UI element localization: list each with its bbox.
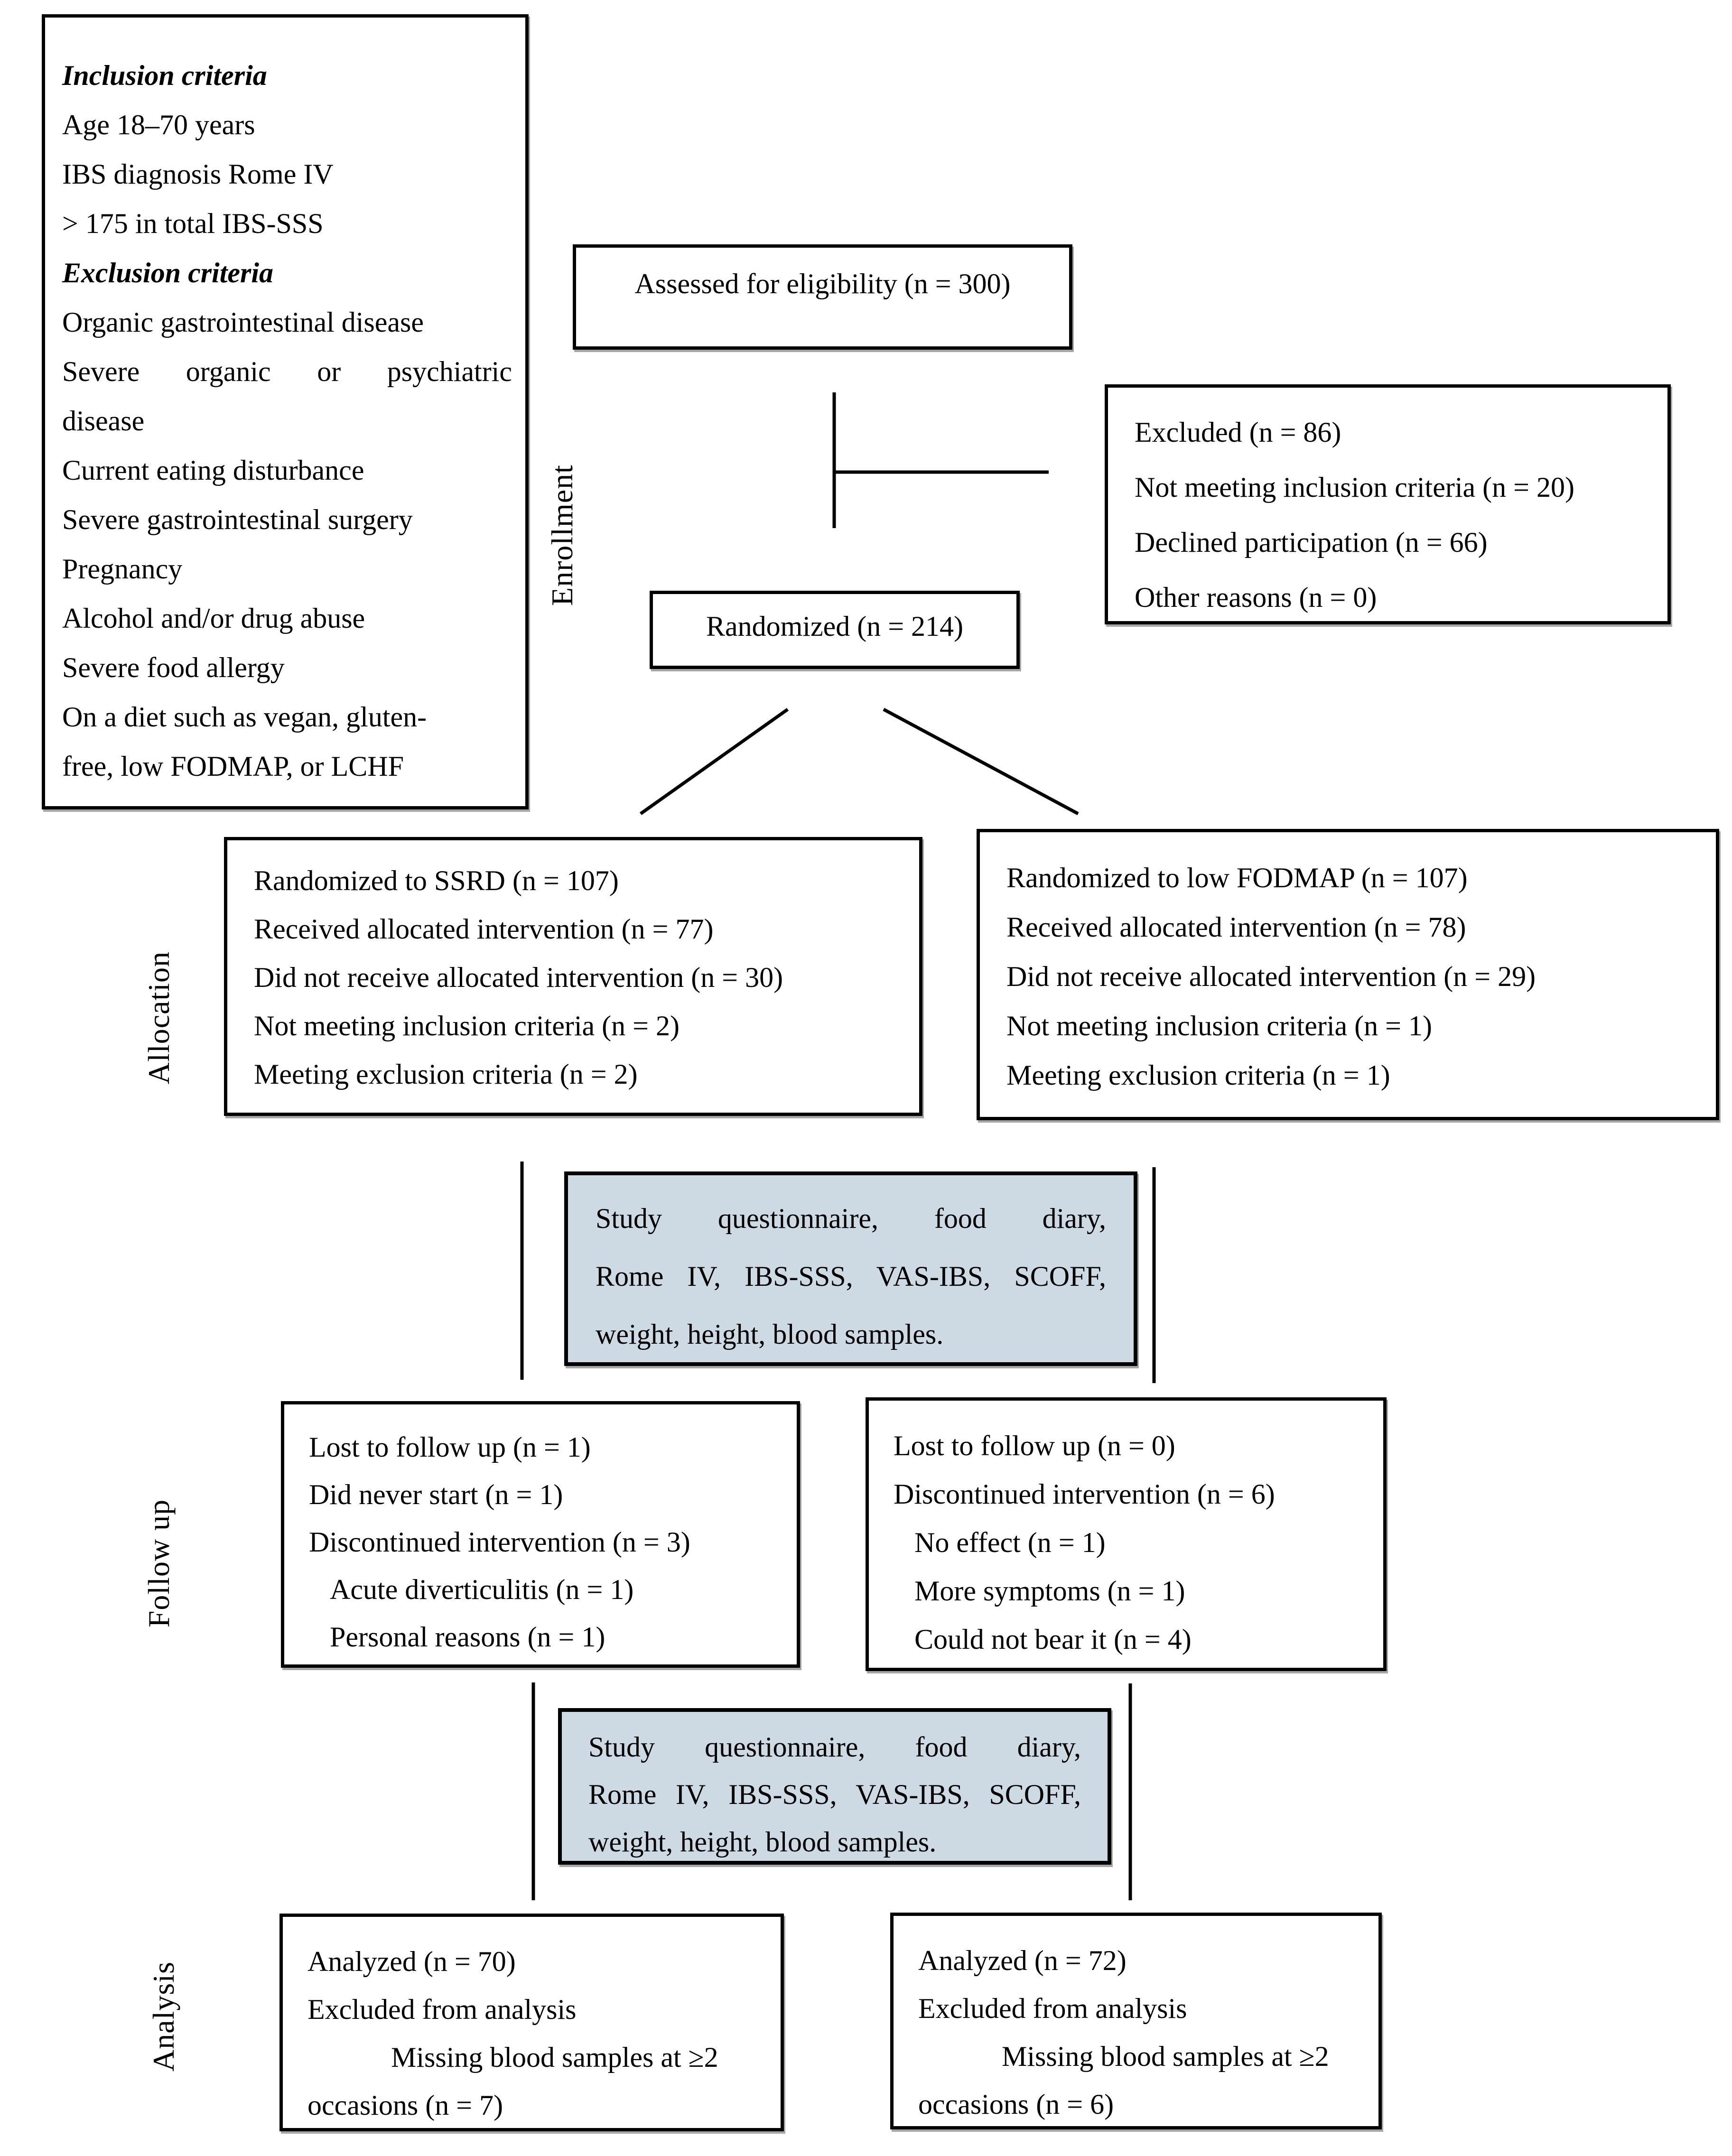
stage-label-enrollment: Enrollment xyxy=(545,465,579,606)
assessments-note-box-2: Study questionnaire, food diary, Rome IV… xyxy=(558,1708,1111,1865)
connector-randomized-to-fodmap xyxy=(883,707,1079,816)
allocation-ssrd-box: Randomized to SSRD (n = 107) Received al… xyxy=(224,837,922,1116)
criteria-line: Severe organic or psychiatric xyxy=(62,356,512,387)
follow-up-ssrd-line: Discontinued intervention (n = 3) xyxy=(309,1526,690,1558)
stage-label-analysis: Analysis xyxy=(147,1961,180,2072)
allocation-fodmap-box: Randomized to low FODMAP (n = 107) Recei… xyxy=(977,829,1719,1120)
allocation-fodmap-line: Meeting exclusion criteria (n = 1) xyxy=(1006,1059,1390,1091)
analysis-fodmap-line: Missing blood samples at ≥2 xyxy=(1002,2041,1329,2072)
allocation-fodmap-line: Randomized to low FODMAP (n = 107) xyxy=(1006,862,1468,893)
assessments-line: Rome IV, IBS-SSS, VAS-IBS, SCOFF, xyxy=(588,1779,1081,1810)
randomized-box: Randomized (n = 214) xyxy=(650,591,1020,669)
analysis-ssrd-box: Analyzed (n = 70) Excluded from analysis… xyxy=(279,1914,784,2131)
follow-up-fodmap-line: More symptoms (n = 1) xyxy=(914,1575,1185,1607)
allocation-ssrd-line: Received allocated intervention (n = 77) xyxy=(254,913,714,945)
assessments-line: Study questionnaire, food diary, xyxy=(596,1203,1106,1234)
follow-up-fodmap-line: Lost to follow up (n = 0) xyxy=(894,1430,1175,1461)
allocation-fodmap-line: Did not receive allocated intervention (… xyxy=(1006,961,1536,992)
allocation-ssrd-line: Randomized to SSRD (n = 107) xyxy=(254,865,619,896)
assessments-line: weight, height, blood samples. xyxy=(588,1826,937,1858)
criteria-line: Alcohol and/or drug abuse xyxy=(62,603,365,634)
analysis-ssrd-line: occasions (n = 7) xyxy=(307,2090,503,2121)
analysis-fodmap-line: Analyzed (n = 72) xyxy=(918,1945,1127,1976)
allocation-fodmap-line: Not meeting inclusion criteria (n = 1) xyxy=(1006,1010,1432,1041)
assessments-line: weight, height, blood samples. xyxy=(596,1319,944,1350)
follow-up-ssrd-box: Lost to follow up (n = 1) Did never star… xyxy=(281,1401,800,1668)
criteria-line: Exclusion criteria xyxy=(62,257,274,288)
criteria-line: Inclusion criteria xyxy=(62,60,267,91)
follow-up-ssrd-line: Lost to follow up (n = 1) xyxy=(309,1431,591,1463)
criteria-line: > 175 in total IBS-SSS xyxy=(62,208,324,239)
assessments-line: Study questionnaire, food diary, xyxy=(588,1731,1081,1763)
excluded-line: Other reasons (n = 0) xyxy=(1135,582,1377,613)
criteria-line: IBS diagnosis Rome IV xyxy=(62,158,334,190)
follow-up-fodmap-line: No effect (n = 1) xyxy=(914,1527,1106,1558)
analysis-fodmap-line: occasions (n = 6) xyxy=(918,2089,1114,2120)
assessed-for-eligibility-box: Assessed for eligibility (n = 300) xyxy=(573,244,1072,350)
analysis-ssrd-line: Analyzed (n = 70) xyxy=(307,1946,516,1977)
allocation-ssrd-line: Did not receive allocated intervention (… xyxy=(254,962,783,993)
criteria-line: Severe gastrointestinal surgery xyxy=(62,504,413,535)
follow-up-ssrd-line: Did never start (n = 1) xyxy=(309,1479,563,1510)
follow-up-fodmap-box: Lost to follow up (n = 0) Discontinued i… xyxy=(866,1397,1387,1671)
criteria-line: Pregnancy xyxy=(62,553,183,585)
criteria-line: free, low FODMAP, or LCHF xyxy=(62,751,404,782)
stage-label-follow-up: Follow up xyxy=(142,1499,176,1628)
analysis-ssrd-line: Excluded from analysis xyxy=(307,1994,577,2025)
criteria-box: Inclusion criteria Age 18–70 years IBS d… xyxy=(42,14,529,809)
analysis-fodmap-box: Analyzed (n = 72) Excluded from analysis… xyxy=(890,1913,1382,2129)
assessments-note-box-1: Study questionnaire, food diary, Rome IV… xyxy=(564,1171,1137,1366)
stage-label-allocation: Allocation xyxy=(142,951,176,1085)
analysis-fodmap-line: Excluded from analysis xyxy=(918,1993,1187,2024)
criteria-line: On a diet such as vegan, gluten- xyxy=(62,701,427,733)
criteria-line: Organic gastrointestinal disease xyxy=(62,307,424,338)
allocation-fodmap-line: Received allocated intervention (n = 78) xyxy=(1006,911,1466,943)
assessments-line: Rome IV, IBS-SSS, VAS-IBS, SCOFF, xyxy=(596,1261,1106,1292)
follow-up-fodmap-line: Could not bear it (n = 4) xyxy=(914,1624,1192,1655)
excluded-line: Declined participation (n = 66) xyxy=(1135,527,1488,558)
follow-up-fodmap-line: Discontinued intervention (n = 6) xyxy=(894,1478,1275,1510)
criteria-line: Age 18–70 years xyxy=(62,109,255,140)
excluded-line: Excluded (n = 86) xyxy=(1135,417,1341,448)
randomized-label: Randomized (n = 214) xyxy=(706,611,964,642)
follow-up-ssrd-line: Acute diverticulitis (n = 1) xyxy=(330,1574,634,1605)
assessed-label: Assessed for eligibility (n = 300) xyxy=(634,268,1011,299)
analysis-ssrd-line: Missing blood samples at ≥2 xyxy=(391,2042,718,2073)
criteria-line: disease xyxy=(62,405,145,437)
allocation-ssrd-line: Meeting exclusion criteria (n = 2) xyxy=(254,1059,638,1090)
criteria-line: Current eating disturbance xyxy=(62,455,364,486)
excluded-box: Excluded (n = 86) Not meeting inclusion … xyxy=(1105,384,1671,624)
allocation-ssrd-line: Not meeting inclusion criteria (n = 2) xyxy=(254,1010,680,1041)
follow-up-ssrd-line: Personal reasons (n = 1) xyxy=(330,1621,605,1653)
criteria-line: Severe food allergy xyxy=(62,652,285,683)
connector-randomized-to-ssrd xyxy=(639,708,789,815)
excluded-line: Not meeting inclusion criteria (n = 20) xyxy=(1135,472,1574,503)
